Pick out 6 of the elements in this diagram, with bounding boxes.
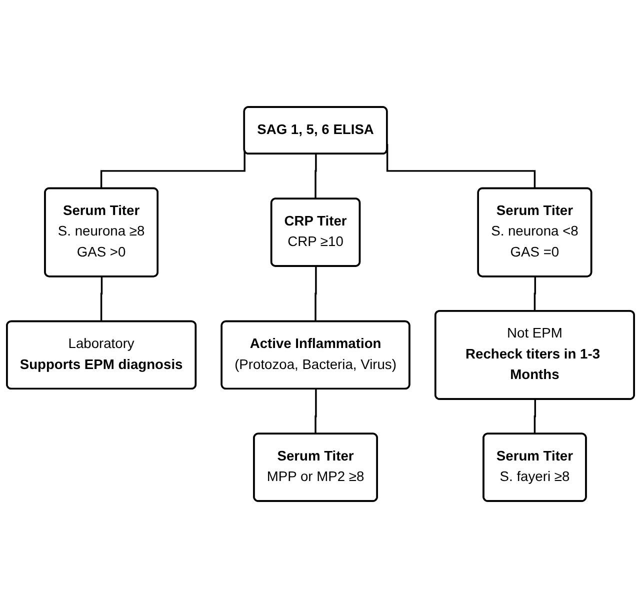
connector <box>534 399 536 435</box>
connector <box>314 266 317 323</box>
connector <box>100 276 103 323</box>
connector <box>314 389 317 435</box>
connector <box>314 154 317 200</box>
connector <box>534 276 536 312</box>
